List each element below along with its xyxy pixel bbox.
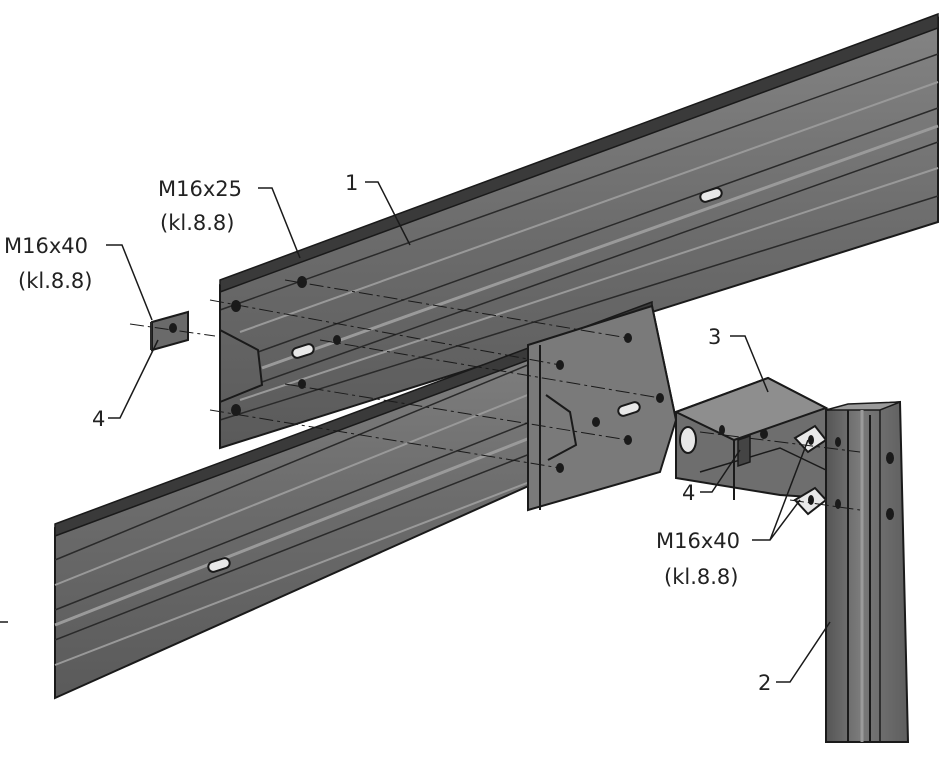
label-bolt-right-class: (kl.8.8) — [664, 565, 738, 589]
label-part-4-right: 4 — [682, 481, 695, 505]
label-bolt-top-class: (kl.8.8) — [160, 211, 234, 235]
label-bolt-left: M16x40 — [4, 234, 88, 258]
lower-rail-beam — [54, 300, 678, 700]
callout-labels: 1 M16x25 (kl.8.8) M16x40 (kl.8.8) 4 3 4 … — [4, 171, 771, 695]
label-part-4-left: 4 — [92, 407, 105, 431]
bolt-alignment-lines — [129, 279, 861, 511]
upper-rail-beam — [219, 12, 939, 450]
label-part-2: 2 — [758, 671, 771, 695]
label-part-1: 1 — [345, 171, 358, 195]
label-bolt-left-class: (kl.8.8) — [18, 269, 92, 293]
label-bolt-right: M16x40 — [656, 529, 740, 553]
leader-lines — [0, 181, 831, 683]
sigma-post — [825, 400, 910, 743]
label-bolt-top: M16x25 — [158, 177, 242, 201]
spacer-bracket — [673, 376, 829, 516]
label-part-3: 3 — [708, 325, 721, 349]
washer-plate-left — [150, 310, 189, 352]
